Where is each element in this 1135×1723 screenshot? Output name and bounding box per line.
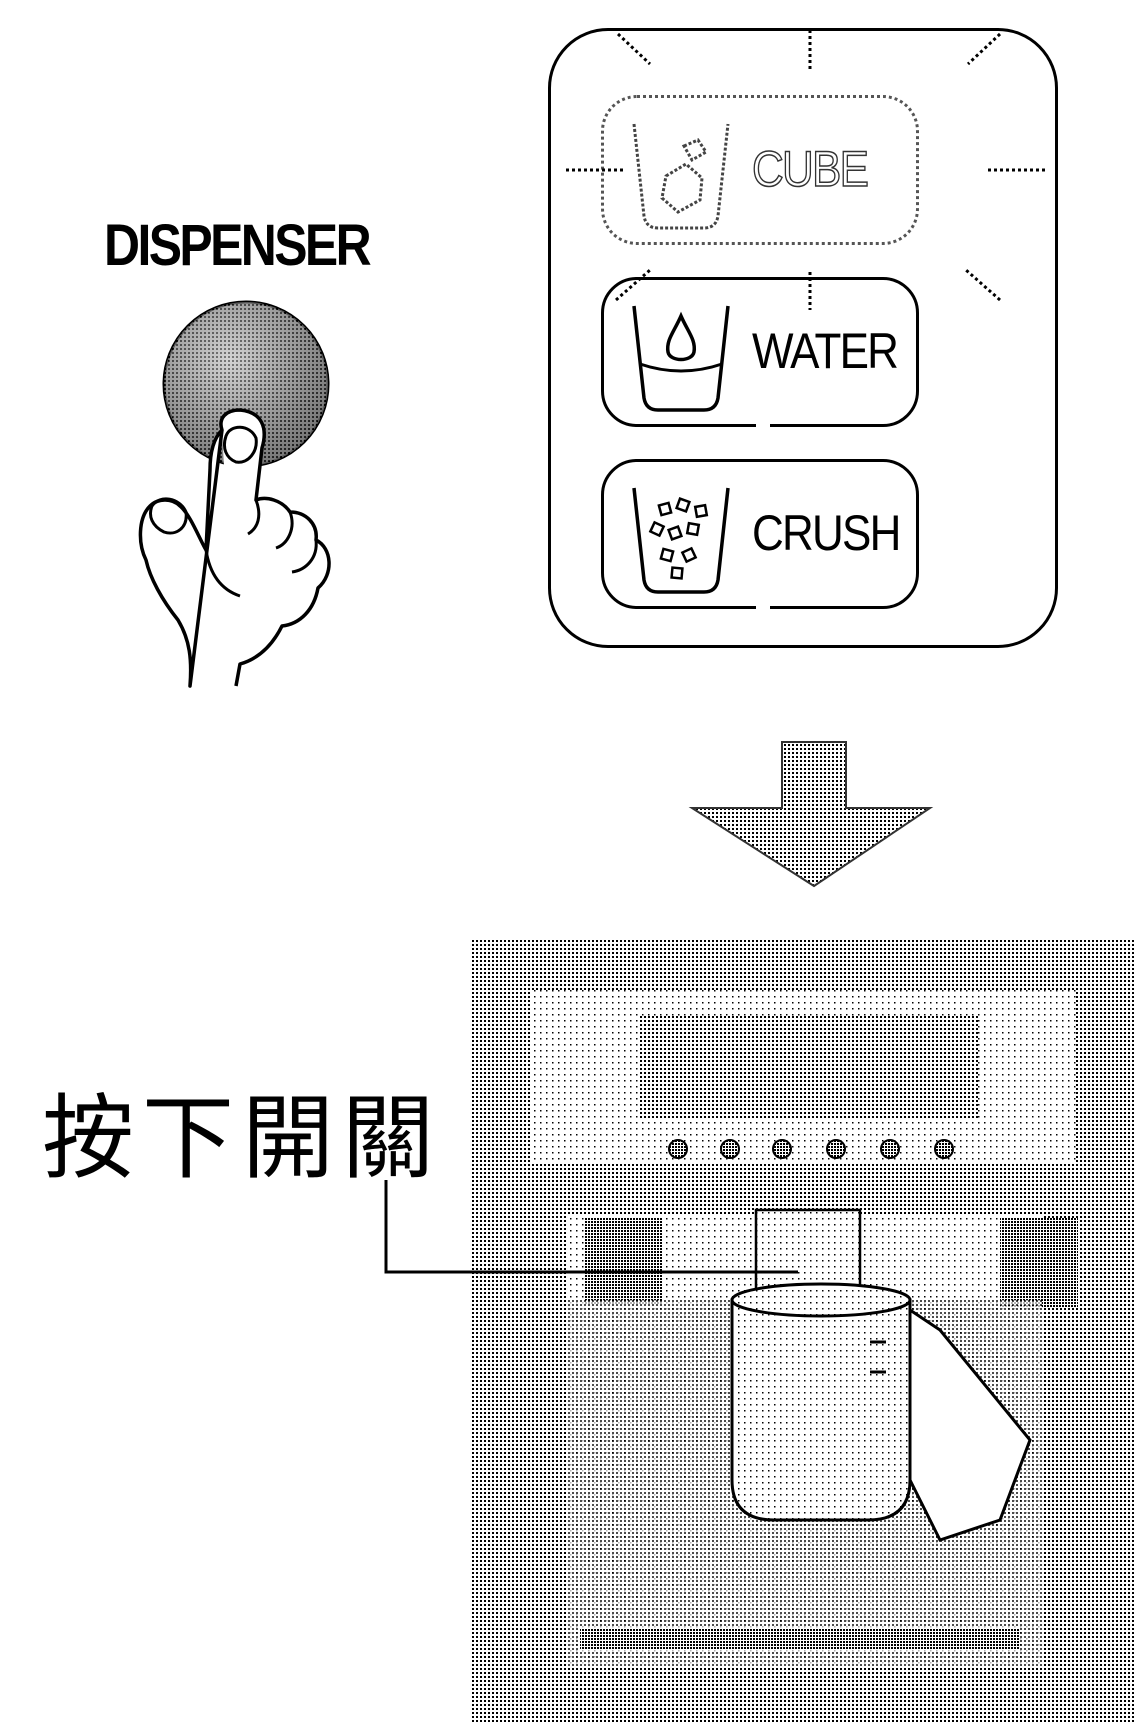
cube-label: CUBE [751,140,869,198]
press-switch-callout: 按下開關 [42,1085,443,1192]
water-button[interactable]: WATER [601,277,919,428]
hand-pressing-button-illustration [138,300,331,688]
drip-tray [580,1628,1020,1650]
down-arrow-icon [688,741,934,888]
selection-highlight-rays [566,30,1048,310]
control-buttons [668,1139,954,1159]
dispenser-heading: DISPENSER [104,213,372,278]
callout-leader-line [384,1180,798,1274]
crush-button[interactable]: CRUSH [601,459,919,610]
water-drop-cup-icon [632,305,730,412]
glass-icon [730,1298,912,1522]
cube-button[interactable]: CUBE [601,95,919,245]
crush-label: CRUSH [752,505,901,561]
crushed-ice-cup-icon [632,487,730,594]
hand-holding-glass-icon [908,1307,1032,1542]
ice-cube-cup-icon [632,123,730,230]
hand-icon [138,408,331,688]
mode-select-panel: CUBE WATER CRUSH [548,28,1058,648]
water-label: WATER [752,323,899,379]
display-window [638,1016,978,1120]
